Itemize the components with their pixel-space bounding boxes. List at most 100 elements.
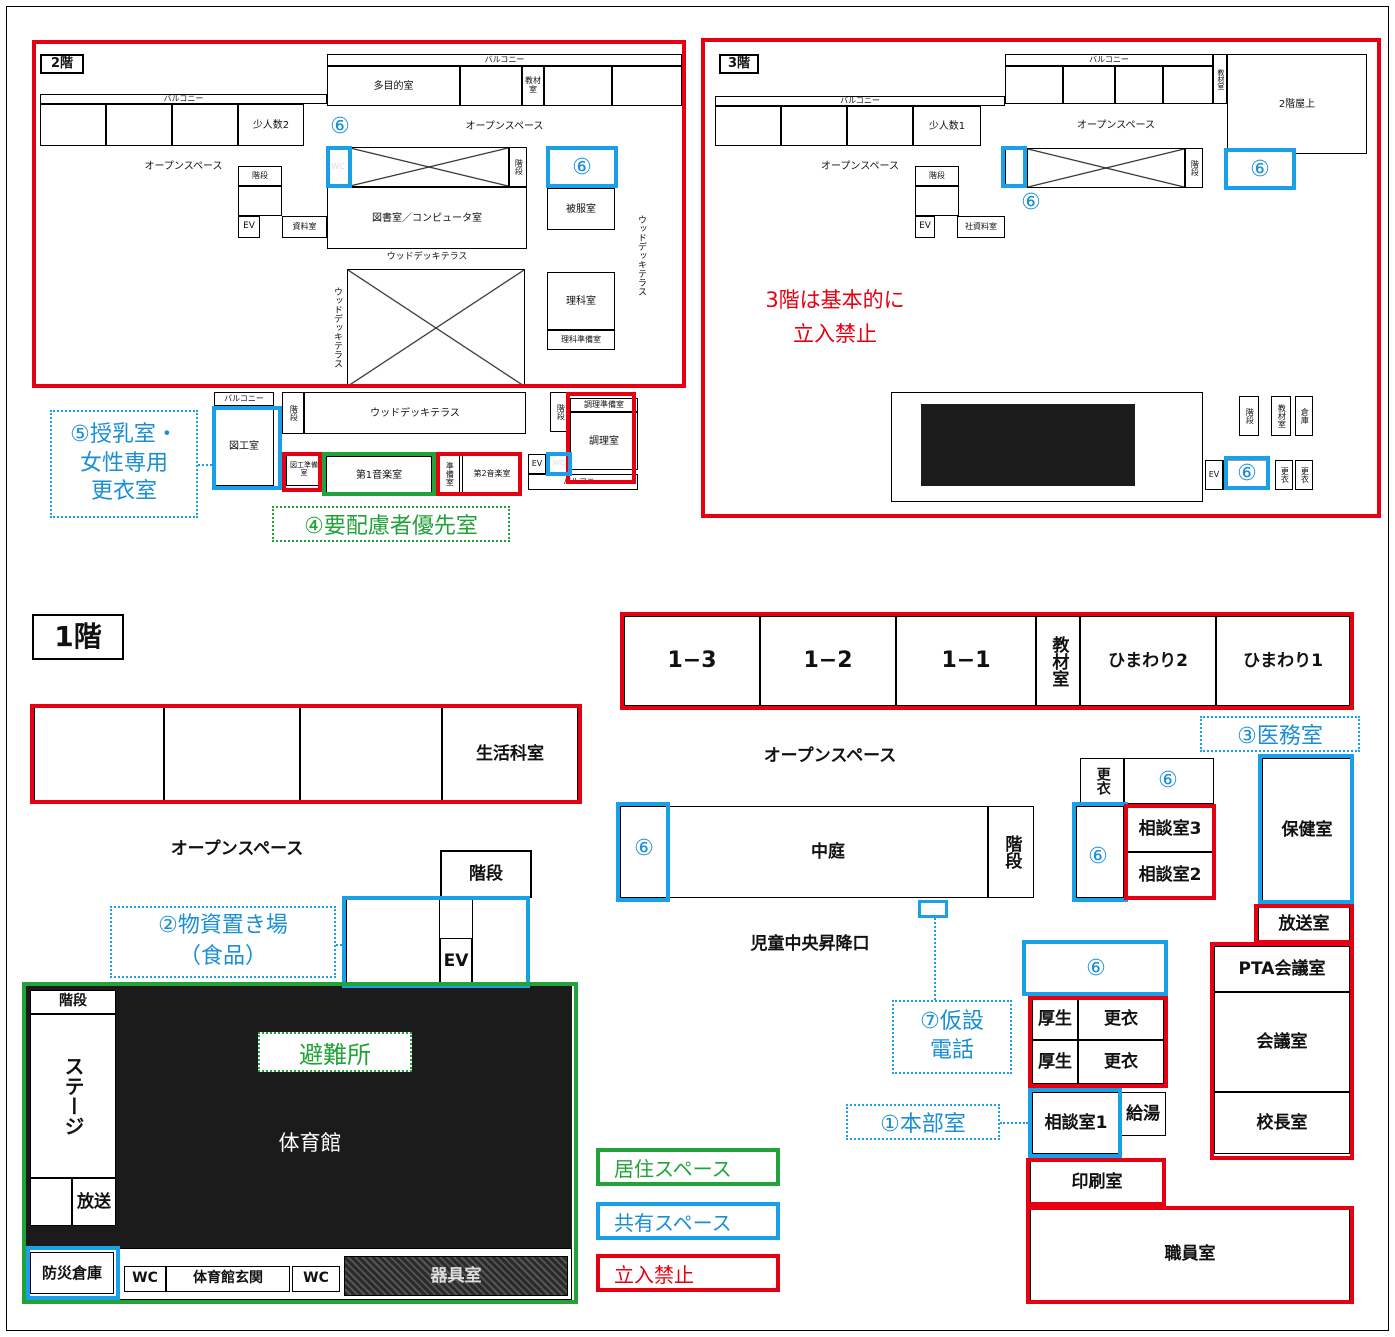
floor2-restricted-chori — [566, 392, 636, 484]
floor2-ev-dark — [238, 186, 282, 216]
floor2-marker-6-right: ⑥ — [546, 146, 618, 188]
callout-7-line1: ⑦仮設 — [920, 1009, 984, 1035]
floor2-library: 図書室／コンピュータ室 — [327, 187, 527, 249]
floor1-class-1-2: 1−2 — [760, 616, 896, 706]
callout-3-medical: ③医務室 — [1200, 716, 1360, 752]
floor3-class-2 — [1063, 66, 1115, 104]
floor3-sokou: 倉庫 — [1295, 396, 1313, 436]
page-frame — [6, 6, 1389, 1331]
floor1-open-space-top: オープンスペース — [580, 708, 1080, 804]
floor1-restricted-shokuin — [1026, 1206, 1354, 1304]
floor1-kigu: 器具室 — [344, 1256, 568, 1296]
floor1-kocho: 校長室 — [1214, 1092, 1350, 1154]
floor1-kyushoku: 給食受入室 — [358, 931, 428, 948]
floor2-class-gray-3 — [172, 104, 238, 146]
floor1-kyozai: 教材室 — [1036, 616, 1080, 706]
floor1-marker-6-bottom: ⑥ — [1078, 950, 1114, 986]
floor1-right-lower-corridor — [1166, 996, 1212, 1156]
floor1-himawari2: ひまわり2 — [1080, 616, 1216, 706]
floor1-class-1-1: 1−1 — [896, 616, 1036, 706]
callout-7-line2: 電話 — [929, 1038, 974, 1063]
floor2-right-corridor — [527, 146, 547, 390]
floor3-restricted-zone — [701, 38, 1381, 518]
floor3-shiryo: 社資料室 — [957, 216, 1005, 238]
callout-2-line1: ②物資置き場 — [158, 913, 288, 939]
floor1-stairs-left: 階段 — [440, 850, 532, 898]
floor1-koui-2: 更衣 — [1078, 1040, 1164, 1084]
floor3-balcony-left: バルコニー — [715, 96, 1005, 106]
floor2-shared-zuko — [212, 406, 282, 490]
floor1-stage: ステージ — [30, 1014, 116, 1178]
floor1-restricted-hoso — [1254, 904, 1354, 944]
floor2-label: 2階 — [40, 54, 84, 74]
floor1-shared-kyushoku — [342, 896, 530, 988]
floor2-restricted-zone — [32, 40, 686, 388]
floor1-marker-6-center: ⑥ — [626, 830, 662, 866]
floor1-restricted-kosei — [1028, 996, 1168, 1088]
floor1-restricted-insatsu — [1026, 1158, 1166, 1206]
floor2-balcony-left: バルコニー — [40, 94, 327, 104]
callout-shelter: 避難所 — [258, 1032, 412, 1072]
floor2-class-dark-2 — [544, 66, 612, 106]
floor3-stairs-center: 階段 — [1185, 148, 1203, 188]
floor2-restricted-zuko-junbi — [282, 452, 322, 492]
floor3-ev-bottom: EV — [1205, 460, 1223, 490]
floor2-chori: 調理室 — [570, 412, 638, 470]
floor1-gym-name: 体育館 — [278, 1131, 342, 1155]
floor3-roof2: 2階屋上 — [1227, 54, 1367, 154]
floor1-sodan2: 相談室2 — [1126, 852, 1214, 898]
callout-5-line3: 更衣室 — [90, 479, 157, 505]
floor2-hifuku: 被服室 — [547, 188, 615, 230]
floor1-living-gym — [22, 982, 578, 1304]
floor3-kyozai2: 教材室 — [1271, 396, 1291, 436]
floor3-shojinzu1: 少人数1 — [913, 106, 981, 146]
floor2-shared-wc-bottom — [546, 452, 572, 476]
callout-5-leader — [198, 464, 216, 466]
floor1-shared-hoken — [1258, 754, 1354, 904]
floor3-class-5 — [715, 106, 781, 146]
floor3-stairs-bottom: 階段 — [1239, 396, 1259, 436]
floor3-marker-6-bottom: ⑥ — [1224, 456, 1270, 490]
floor1-class-dark-2 — [164, 706, 300, 802]
floor3-ev-dark — [915, 186, 959, 216]
floor2-restricted-ongaku2 — [436, 452, 522, 496]
callout-5-nursing-room: ⑤授乳室・ 女性専用 更衣室 — [50, 410, 198, 518]
floor1-kyuto: 給湯 — [1120, 1092, 1166, 1136]
callout-2-leader — [336, 944, 346, 946]
callout-7-leader — [934, 918, 936, 1000]
floor2-zuko-junbi: 図工準備室 — [286, 454, 322, 486]
floor3-lower-dark — [921, 404, 1135, 486]
floor1-shared-sodan1 — [1028, 1088, 1122, 1158]
floor1-insatsu: 印刷室 — [1030, 1160, 1164, 1204]
callout-5-line2: 女性専用 — [79, 450, 168, 476]
floor1-gym-stairs: 階段 — [30, 990, 116, 1014]
floor1-shared-wc-center — [616, 802, 670, 902]
floor2-deck-terrace-right: ウッドデッキテラス — [620, 190, 660, 320]
floor1-class-1-3: 1−3 — [624, 616, 760, 706]
floor1-gym-entry: 体育館玄関 — [166, 1266, 290, 1292]
floor3-kyozai: 教材室 — [1213, 54, 1227, 104]
floor2-class-dark-3 — [612, 66, 682, 106]
callout-7-phone: ⑦仮設 電話 — [892, 1000, 1012, 1074]
floor3-corridor-right — [1203, 146, 1227, 436]
floor3-balcony-top: バルコニー — [1005, 54, 1213, 66]
floor2-deck-terrace-vertical: ウッドデッキテラス — [327, 267, 345, 387]
floor1-kosei-2: 厚生 — [1032, 1040, 1078, 1084]
floor2-living-ongaku1 — [322, 452, 436, 496]
floor2-deck-terrace-mid: ウッドデッキテラス — [327, 249, 527, 267]
floor2-deck-terrace-bottom: ウッドデッキテラス — [304, 392, 526, 434]
floor1-kaigi: 会議室 — [1214, 992, 1350, 1092]
floor2-marker-6-center: ⑥ — [330, 113, 350, 139]
floor2-stairs-bottom: 階段 — [282, 392, 304, 434]
floor2-class-dark-1 — [460, 66, 522, 106]
floor1-restricted-sodan — [1124, 804, 1216, 900]
floor1-pta: PTA会議室 — [1214, 946, 1350, 992]
floor3-shared-wc-center — [1001, 146, 1027, 188]
floor2-balcony-top: バルコニー — [327, 54, 682, 66]
floor1-bottom-right-fill — [1164, 1160, 1306, 1204]
floor1-class-dark-3 — [300, 706, 442, 802]
floor1-seikatsu: 生活科室 — [442, 706, 578, 802]
floor1-shared-bousai — [26, 1246, 120, 1300]
floor1-class-dark-1 — [34, 706, 164, 802]
floor1-gym-hoso-dark — [30, 1178, 72, 1226]
